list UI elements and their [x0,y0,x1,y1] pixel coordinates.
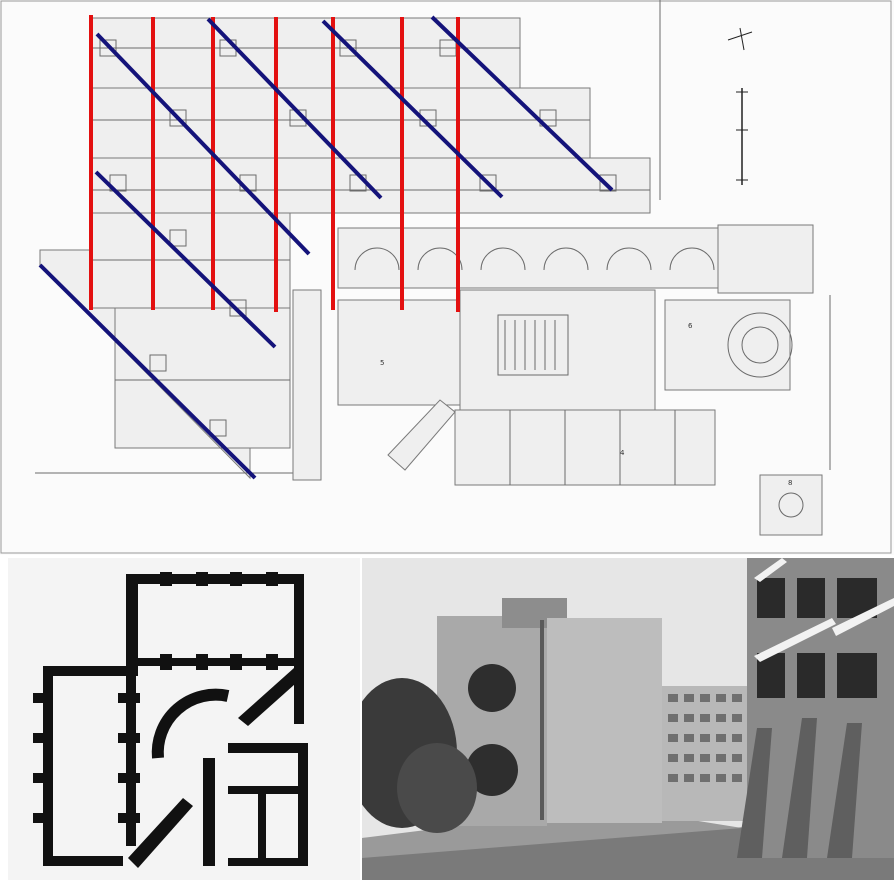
site-plan-drawing: 5 4 6 8 [0,0,892,554]
unit-plan-drawing [8,558,360,880]
blue-diagonal-axes [38,15,614,480]
blue-diagonal-line [38,263,257,480]
north-arrow-icon [727,27,753,51]
blue-diagonal-line [95,32,311,256]
classroom-row [337,224,814,294]
room-number-4: 4 [620,449,625,457]
scale-bar-icon [736,88,748,185]
building-photo-icon [362,558,894,880]
unit-plan-panel [8,558,360,880]
dormitory-blocks [39,17,651,480]
blue-diagonal-line [430,15,614,192]
central-block [337,289,831,536]
room-number-8: 8 [788,479,792,487]
blue-diagonal-line [206,17,383,200]
room-number-6: 6 [688,322,693,330]
blue-diagonal-line [321,19,504,199]
site-plan-panel: 5 4 6 8 [0,0,892,554]
room-number-5: 5 [380,359,384,367]
red-vertical-axes [89,15,460,312]
blue-diagonal-line [94,170,277,349]
building-photo-drawing [362,558,894,880]
